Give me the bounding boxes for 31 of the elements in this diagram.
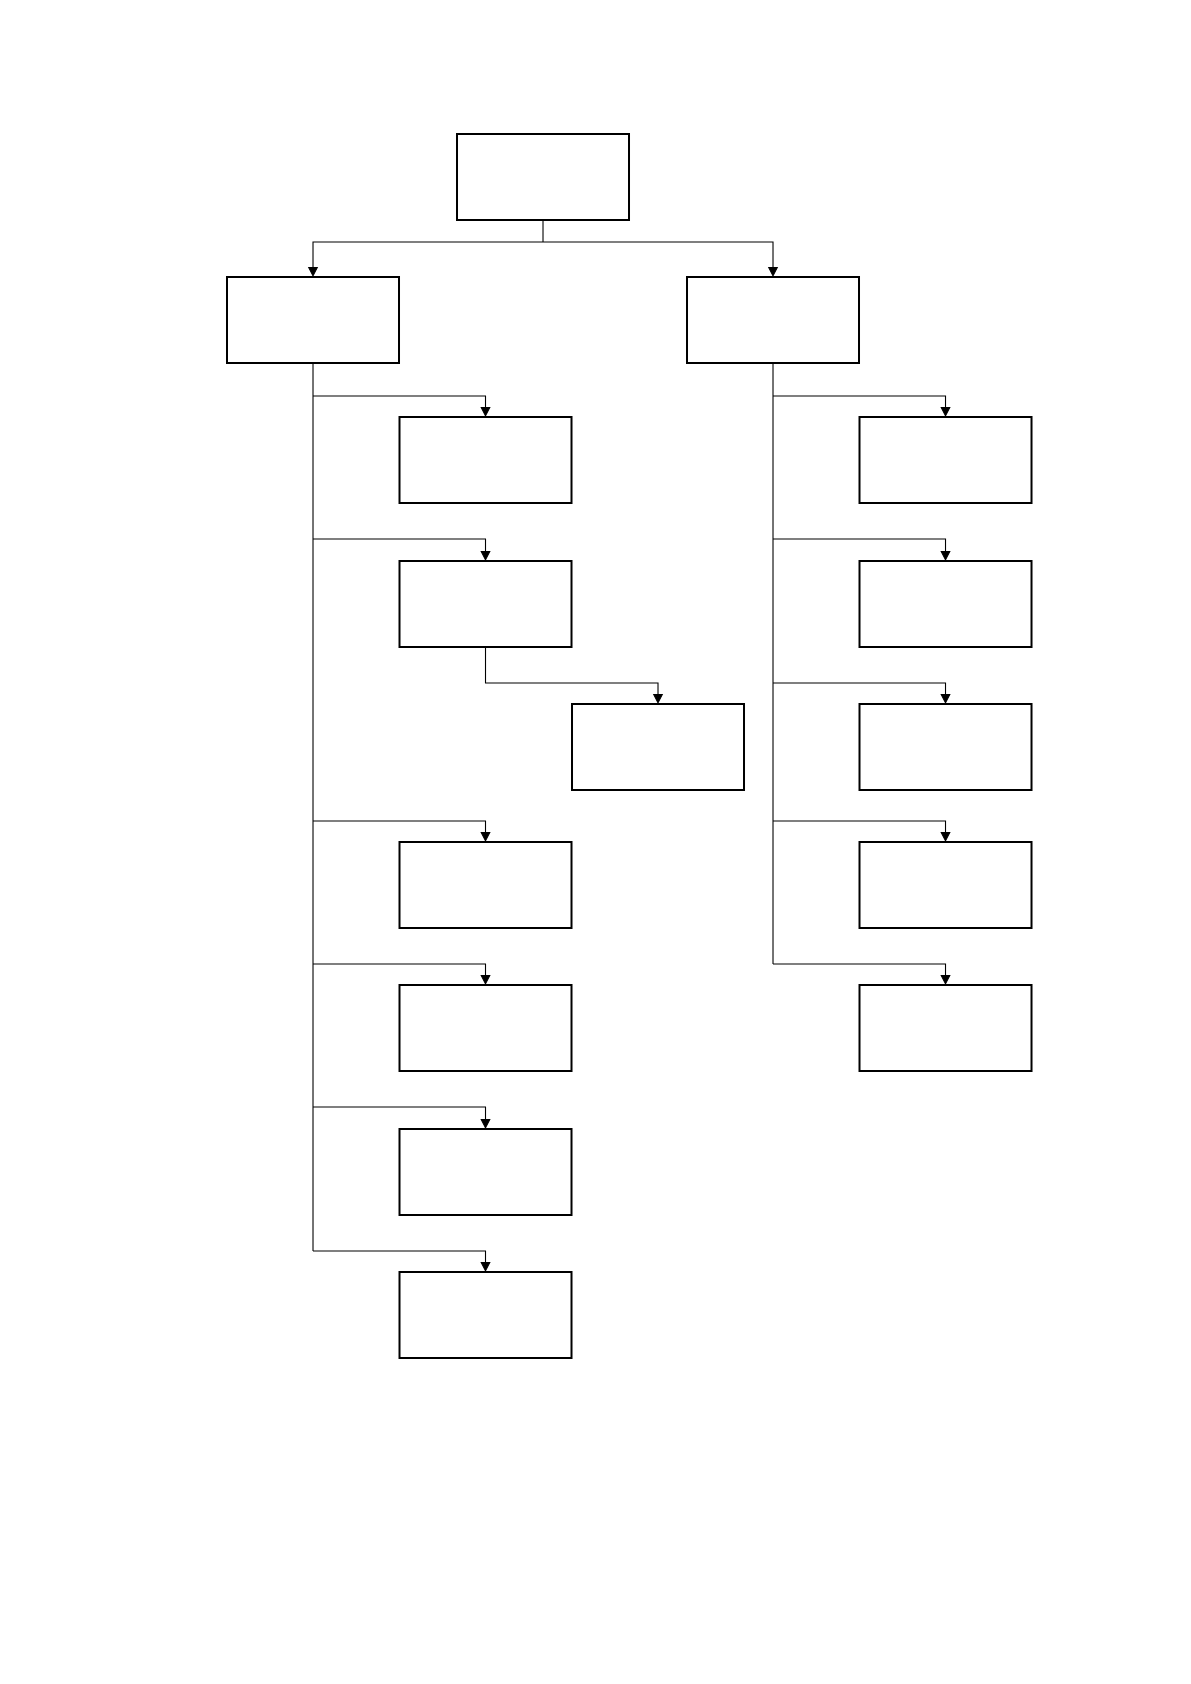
box [226, 276, 400, 364]
connector-line [542, 219, 544, 243]
arrow [312, 538, 491, 561]
arrow [772, 395, 951, 417]
box [398, 1271, 573, 1359]
arrow [542, 241, 779, 277]
box [686, 276, 860, 364]
arrow [772, 538, 951, 561]
arrow [484, 646, 664, 704]
arrow [312, 963, 491, 985]
box [456, 133, 630, 221]
box [398, 416, 573, 504]
box [398, 841, 573, 929]
arrow [312, 1106, 491, 1129]
arrow [312, 820, 491, 842]
box [398, 560, 573, 648]
connector-line [772, 362, 774, 965]
arrow [312, 1250, 491, 1272]
box [858, 416, 1033, 504]
arrow [312, 395, 491, 417]
connector-line [312, 362, 314, 1252]
box [571, 703, 745, 791]
box [398, 984, 573, 1072]
arrow [772, 682, 951, 704]
box [858, 560, 1033, 648]
box [858, 841, 1033, 929]
arrow [772, 820, 951, 842]
box [858, 703, 1033, 791]
box [858, 984, 1033, 1072]
box [398, 1128, 573, 1216]
arrow [772, 963, 951, 985]
